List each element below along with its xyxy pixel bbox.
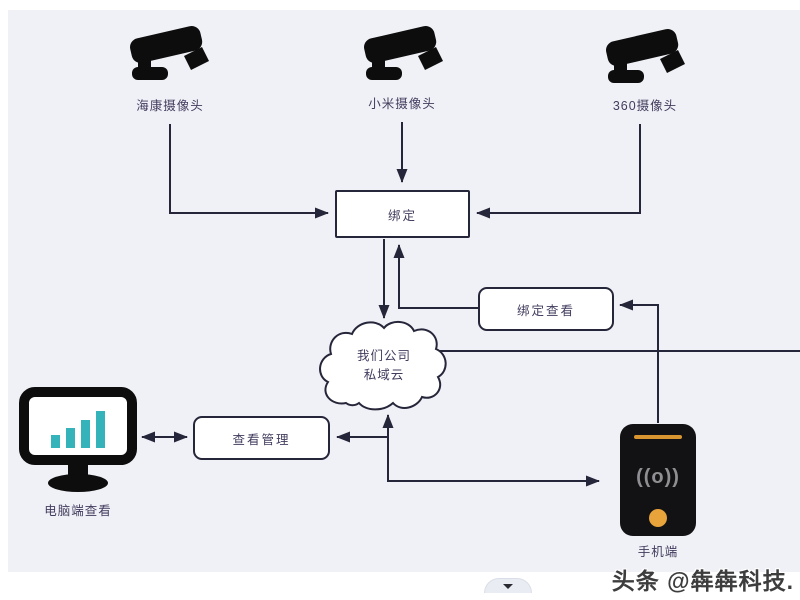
bind-view-box-label: 绑定查看 (516, 303, 575, 318)
watermark: 头条 @犇犇科技. (611, 568, 794, 594)
cctv-camera-icon (358, 20, 450, 95)
phone-home-button (649, 509, 667, 527)
bind-box: 绑定 (335, 190, 470, 238)
bind-view-box: 绑定查看 (478, 287, 614, 331)
pc-label: 电脑端查看 (44, 504, 112, 518)
phone-speaker-bar (634, 435, 682, 439)
view-manage-box: 查看管理 (193, 416, 330, 460)
monitor-icon (18, 386, 138, 499)
cloud-node: 我们公司 私域云 (334, 347, 434, 385)
camera-xiaomi-label: 小米摄像头 (368, 97, 436, 111)
scroll-dome (484, 578, 532, 593)
view-manage-box-label: 查看管理 (232, 432, 291, 447)
cloud-label-line2: 私域云 (363, 368, 405, 382)
phone-label: 手机端 (637, 545, 679, 559)
camera-hikvision-label: 海康摄像头 (136, 99, 204, 113)
smartphone-icon: ((o)) (620, 424, 696, 536)
cctv-camera-icon (124, 20, 216, 95)
cloud-label-line1: 我们公司 (356, 349, 411, 363)
bind-box-label: 绑定 (387, 208, 417, 223)
signal-icon: ((o)) (636, 466, 680, 488)
chevron-down-icon (503, 584, 513, 589)
cctv-camera-icon (600, 23, 692, 98)
camera-360-label: 360摄像头 (612, 99, 678, 113)
bar-chart-icon (51, 411, 105, 448)
